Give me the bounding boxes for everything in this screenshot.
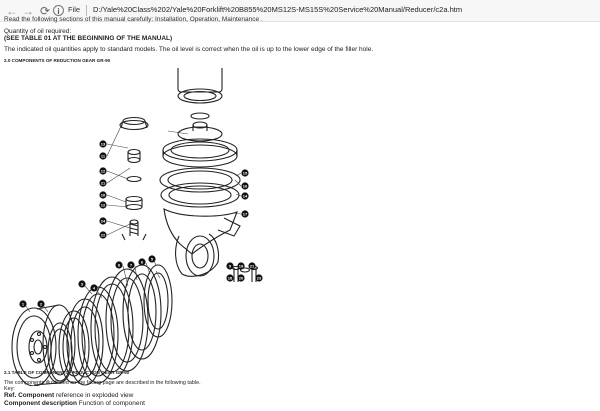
callout-marker: 24 (99, 217, 107, 225)
callout-marker: 21 (99, 179, 107, 187)
svg-text:12: 12 (101, 168, 106, 173)
svg-text:16: 16 (243, 183, 248, 188)
oil-quantity-label: Quantity of oil required: (4, 28, 72, 35)
svg-text:14: 14 (243, 193, 248, 198)
callout-marker: 11 (99, 152, 107, 160)
callout-marker: 6 (138, 258, 146, 266)
svg-text:9: 9 (229, 263, 232, 268)
svg-text:24: 24 (101, 218, 106, 223)
svg-text:20: 20 (239, 275, 244, 280)
component-description-definition: Function of component (78, 400, 145, 407)
address-divider (86, 5, 87, 16)
svg-text:8: 8 (118, 262, 121, 267)
key-description-line: Component description Function of compon… (4, 400, 145, 407)
svg-text:6: 6 (141, 259, 144, 264)
callout-marker: 14 (241, 192, 249, 200)
callout-marker: 4 (90, 284, 98, 292)
component-description-term: Component description (4, 400, 77, 407)
site-info-icon[interactable]: i (53, 5, 64, 16)
section-heading: 2.0 COMPONENTS OF REDUCTION GEAR GR-90 (4, 58, 111, 63)
svg-text:12: 12 (101, 202, 106, 207)
diagram-drawing (11, 68, 259, 386)
svg-text:19: 19 (239, 263, 244, 268)
svg-text:22: 22 (101, 232, 106, 237)
leader-lines (24, 123, 242, 313)
ref-component-definition: reference in exploded view (56, 392, 134, 399)
svg-text:21: 21 (101, 180, 106, 185)
ref-component-term: Ref. Component (4, 392, 55, 399)
callout-marker: 3 (78, 280, 86, 288)
forward-arrow-icon[interactable]: → (22, 4, 34, 18)
callout-marker: 15 (241, 169, 249, 177)
key-label: Key: (4, 386, 15, 392)
callout-marker: 12 (99, 167, 107, 175)
callout-marker: 18 (226, 274, 234, 282)
intro-text: Read the following sections of this manu… (4, 16, 263, 23)
callout-marker: 1 (19, 300, 27, 308)
oil-level-note: The indicated oil quantities apply to st… (4, 46, 374, 53)
svg-text:1: 1 (22, 301, 25, 306)
svg-text:17: 17 (243, 211, 248, 216)
svg-text:3: 3 (81, 281, 84, 286)
callout-marker: 2 (37, 300, 45, 308)
callout-marker: 23 (255, 274, 263, 282)
back-arrow-icon[interactable]: ← (6, 4, 18, 18)
callout-marker: 16 (241, 182, 249, 190)
callout-marker: 5 (148, 255, 156, 263)
table-heading: 2.1 TABLE OF COMPONENTS - REDUCTION GEAR… (4, 370, 130, 375)
callout-marker: 12 (99, 201, 107, 209)
callout-marker: 22 (99, 231, 107, 239)
svg-text:23: 23 (257, 275, 262, 280)
oil-table-reference: (SEE TABLE 01 AT THE BEGINNING OF THE MA… (4, 35, 173, 42)
callout-marker: 9 (226, 262, 234, 270)
svg-text:15: 15 (243, 170, 248, 175)
callout-marker: 7 (127, 261, 135, 269)
callout-marker: 13 (99, 140, 107, 148)
svg-text:4: 4 (93, 285, 96, 290)
reload-icon[interactable]: ⟳ (39, 4, 51, 18)
callout-marker: 19 (237, 262, 245, 270)
callout-marker: 21 (248, 262, 256, 270)
callout-marker: 10 (99, 191, 107, 199)
svg-text:18: 18 (228, 275, 233, 280)
svg-text:21: 21 (250, 263, 255, 268)
svg-text:5: 5 (151, 256, 154, 261)
svg-text:2: 2 (40, 301, 43, 306)
file-scheme-label: File (68, 5, 81, 14)
key-ref-line: Ref. Component reference in exploded vie… (4, 392, 133, 399)
callout-marker: 20 (237, 274, 245, 282)
table-intro: The components illustrated on the facing… (4, 380, 201, 386)
page-content: Read the following sections of this manu… (4, 16, 596, 411)
svg-text:11: 11 (101, 153, 106, 158)
svg-text:10: 10 (101, 192, 106, 197)
browser-toolbar: ← → ⟳ i File D:/Yale%20Class%202/Yale%20… (0, 0, 600, 22)
svg-text:7: 7 (130, 262, 133, 267)
callout-marker: 17 (241, 210, 249, 218)
callout-marker: 8 (115, 261, 123, 269)
svg-text:13: 13 (101, 141, 106, 146)
address-bar[interactable]: D:/Yale%20Class%202/Yale%20Forklift%20B8… (93, 5, 463, 14)
